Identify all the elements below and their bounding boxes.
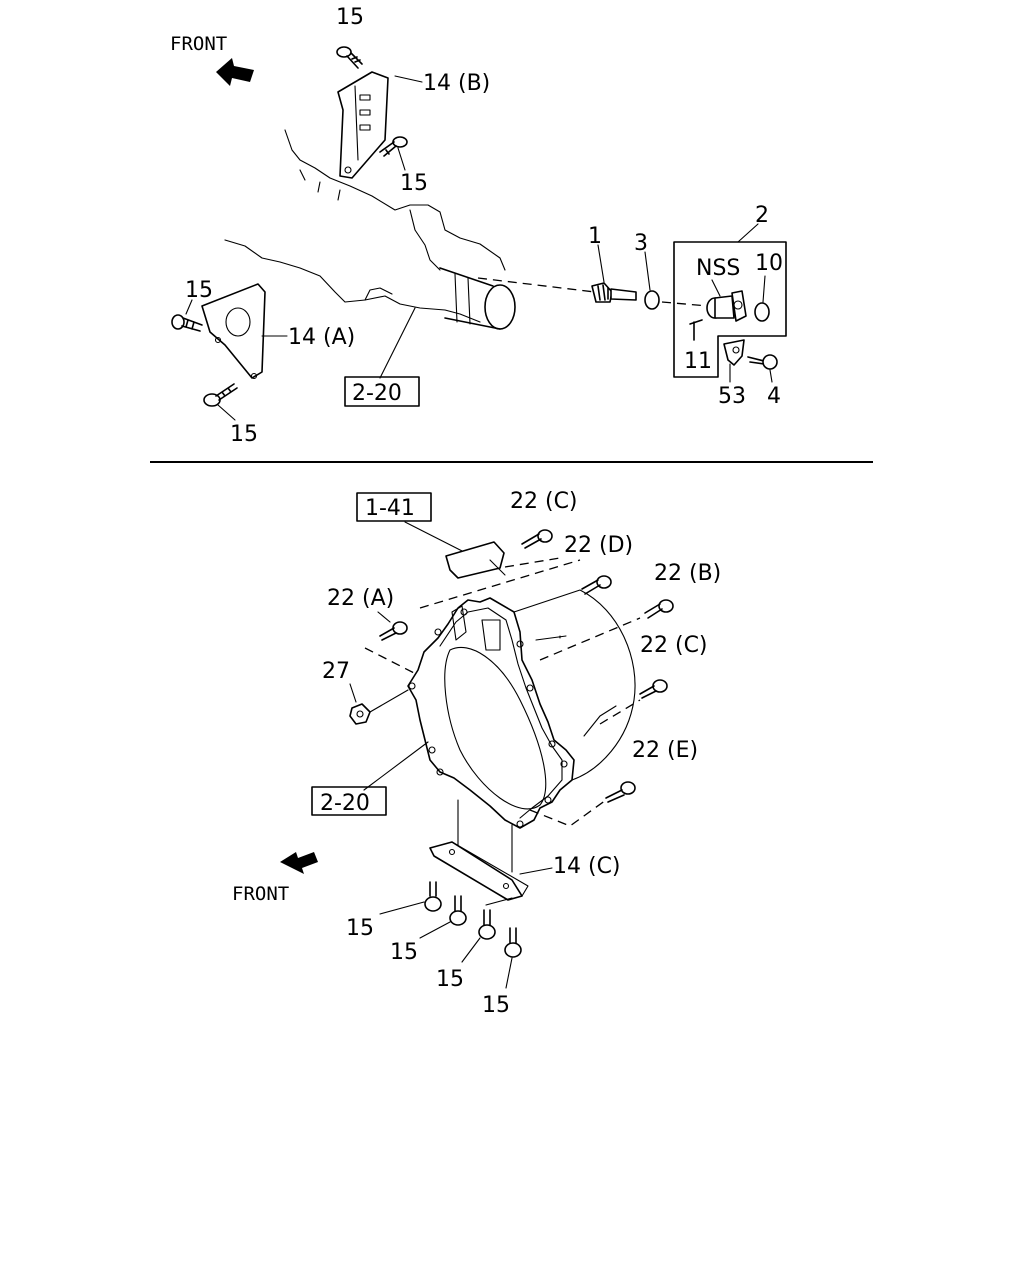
cap-10 — [754, 302, 770, 322]
bolt-22d — [581, 575, 612, 595]
ref-box-1-41-label: 1-41 — [365, 496, 415, 521]
nut-27 — [349, 703, 371, 725]
ref-box-2-20-bottom-label: 2-20 — [320, 791, 370, 816]
front-arrow-bottom-icon — [280, 852, 318, 874]
bolt-15-bottom-a — [424, 881, 442, 912]
callout-11: 11 — [684, 349, 712, 374]
callout-14a: 14 (A) — [288, 325, 355, 350]
clip-bracket — [445, 541, 505, 579]
speedo-gear-1 — [591, 282, 637, 303]
bolt-4 — [747, 354, 778, 370]
sensor-nss — [706, 290, 747, 322]
bolt-15-bottom-c — [478, 909, 496, 940]
ref-box-1-41 — [356, 492, 432, 522]
bolt-22c-top — [521, 529, 553, 549]
bracket-14b — [337, 71, 389, 179]
bolt-15-left-top — [171, 314, 203, 332]
callout-53: 53 — [718, 384, 746, 409]
bolt-22e — [605, 781, 636, 803]
callout-15-bottom-c: 15 — [436, 967, 464, 992]
front-label-top: FRONT — [170, 33, 227, 55]
o-ring-3 — [644, 290, 660, 310]
callout-22b: 22 (B) — [654, 561, 721, 586]
ref-box-2-20-top — [344, 376, 420, 407]
plate-14c — [429, 841, 529, 901]
callout-10: 10 — [755, 251, 783, 276]
assembly-box-2 — [673, 241, 787, 378]
callout-4: 4 — [767, 384, 781, 409]
bell-housing — [407, 589, 636, 829]
bolt-15-top — [336, 46, 363, 69]
bolt-15-left-bottom — [203, 383, 238, 407]
callout-15-left-bottom: 15 — [230, 422, 258, 447]
screw-11 — [689, 319, 703, 341]
callout-15-left-top: 15 — [185, 278, 213, 303]
callout-22c-right: 22 (C) — [640, 633, 708, 658]
callout-nss: NSS — [696, 256, 740, 281]
ref-box-2-20-bottom — [311, 786, 387, 816]
top-view: FRONT 15 14 (B) — [170, 5, 787, 447]
callout-14b: 14 (B) — [423, 71, 490, 96]
callout-15-bottom-a: 15 — [346, 916, 374, 941]
callout-22d: 22 (D) — [564, 533, 633, 558]
callout-3: 3 — [634, 231, 648, 256]
callout-27: 27 — [322, 659, 350, 684]
callout-14c: 14 (C) — [553, 854, 621, 879]
callout-22e: 22 (E) — [632, 738, 698, 763]
bottom-view: 1-41 22 (C) 22 (D) 22 (B) 22 (A) — [232, 489, 721, 1018]
bolt-22c-right — [639, 679, 668, 699]
bolt-22b — [644, 599, 674, 619]
callout-15-top: 15 — [336, 5, 364, 30]
front-label-bottom: FRONT — [232, 883, 289, 905]
transmission-body — [224, 129, 516, 330]
callout-15-bottom-d: 15 — [482, 993, 510, 1018]
callout-22a: 22 (A) — [327, 586, 394, 611]
callout-15-right: 15 — [400, 171, 428, 196]
bolt-22a — [379, 621, 408, 641]
bolt-15-right — [379, 136, 408, 157]
bracket-14a — [201, 283, 266, 380]
callout-2: 2 — [755, 203, 769, 228]
bolt-15-bottom-d — [504, 927, 522, 958]
ref-box-2-20-top-label: 2-20 — [352, 381, 402, 406]
callout-15-bottom-b: 15 — [390, 940, 418, 965]
bolt-15-bottom-b — [449, 895, 467, 926]
front-arrow-top-icon — [216, 58, 254, 86]
callout-22c-top: 22 (C) — [510, 489, 578, 514]
callout-1: 1 — [588, 224, 602, 249]
